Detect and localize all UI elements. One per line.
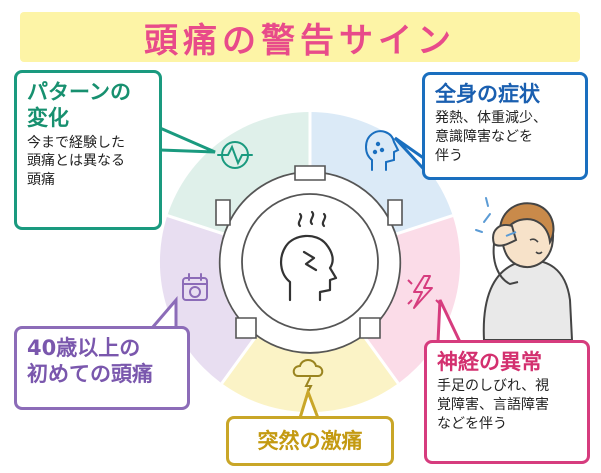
dizzy-head-icon [365, 130, 400, 171]
nerve-desc-line2: 覚障害、言語障害 [437, 397, 549, 414]
callout-systemic-symptoms: 全身の症状 発熱、体重減少、 意識障害などを 伴う [422, 72, 588, 180]
nerve-desc-line1: 手足のしびれ、視 [437, 378, 550, 395]
page-title: 頭痛の警告サイン [144, 20, 456, 61]
title-banner: 頭痛の警告サイン [20, 12, 580, 62]
pattern-desc-line2: 頭痛とは異なる [27, 153, 125, 170]
body-title: 全身の症状 [435, 82, 540, 106]
age-title-line2: 初めての頭痛 [27, 362, 153, 387]
callout-first-after-40: 40歳以上の 初めての頭痛 [14, 326, 190, 410]
age-title-line1: 40歳以上の [27, 336, 141, 360]
sudden-title: 突然の激痛 [257, 429, 363, 453]
calendar-skull-icon [182, 273, 208, 301]
callout-pattern-change: パターンの 変化 今まで経験した 頭痛とは異なる 頭痛 [14, 70, 162, 230]
pattern-title-line1: パターンの [27, 80, 131, 104]
body-desc-line1: 発熱、体重減少、 [435, 110, 547, 127]
pulse-wave-icon [217, 141, 253, 169]
callout-neurological-abnormality: 神経の異常 手足のしびれ、視 覚障害、言語障害 などを伴う [424, 340, 590, 464]
pattern-desc-line1: 今まで経験した [27, 134, 125, 151]
body-desc-line3: 伴う [435, 148, 463, 165]
storm-cloud-icon [292, 359, 324, 395]
callout-sudden-severe-pain: 突然の激痛 [226, 416, 394, 466]
head-pain-icon [280, 210, 338, 302]
pattern-title-line2: 変化 [27, 106, 69, 131]
nerve-title: 神経の異常 [437, 350, 542, 374]
nerve-desc-line3: などを伴う [437, 416, 507, 433]
body-desc-line2: 意識障害などを [435, 129, 533, 146]
person-with-headache [475, 197, 574, 341]
pattern-desc-line3: 頭痛 [27, 172, 55, 189]
